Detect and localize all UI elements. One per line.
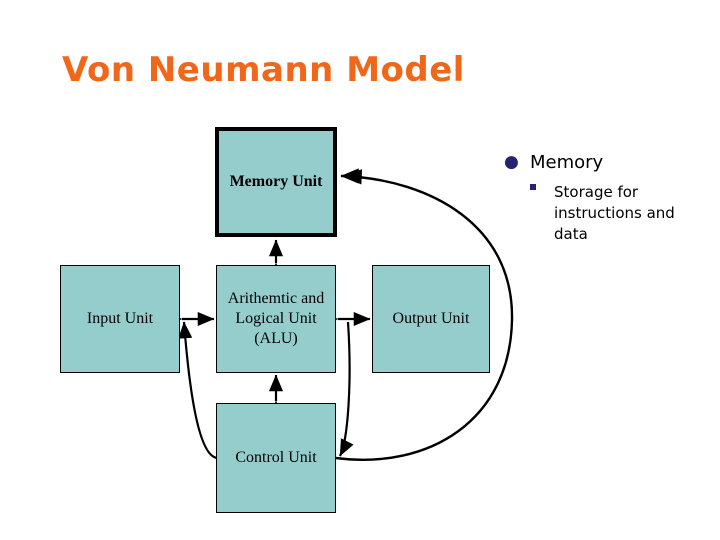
notes-list: ● Memory Storage for instructions and da… bbox=[498, 152, 708, 245]
node-label-alu: Arithemtic and Logical Unit (ALU) bbox=[227, 290, 325, 347]
diagram-node-memory-unit[interactable]: Memory Unit bbox=[215, 127, 337, 237]
disc-bullet-icon: ● bbox=[504, 152, 519, 172]
list-item-label: Storage for instructions and data bbox=[554, 182, 675, 244]
diagram-node-alu[interactable]: Arithemtic and Logical Unit (ALU) bbox=[216, 265, 336, 373]
square-bullet-icon bbox=[530, 183, 536, 190]
connector-output-control bbox=[339, 321, 354, 457]
list-item-storage: Storage for instructions and data bbox=[526, 182, 708, 246]
diagram-node-control-unit[interactable]: Control Unit bbox=[216, 403, 336, 513]
connector-control-input bbox=[178, 321, 219, 460]
node-label-input-unit: Input Unit bbox=[86, 310, 154, 327]
diagram-node-input-unit[interactable]: Input Unit bbox=[60, 265, 180, 373]
page-title: Von Neumann Model bbox=[62, 50, 465, 90]
list-item-memory: ● Memory bbox=[498, 152, 708, 175]
node-label-control-unit: Control Unit bbox=[235, 449, 317, 466]
node-label-output-unit: Output Unit bbox=[392, 310, 470, 327]
diagram-node-output-unit[interactable]: Output Unit bbox=[372, 265, 490, 373]
node-label-memory-unit: Memory Unit bbox=[229, 173, 323, 190]
list-item-label: Memory bbox=[530, 152, 604, 173]
